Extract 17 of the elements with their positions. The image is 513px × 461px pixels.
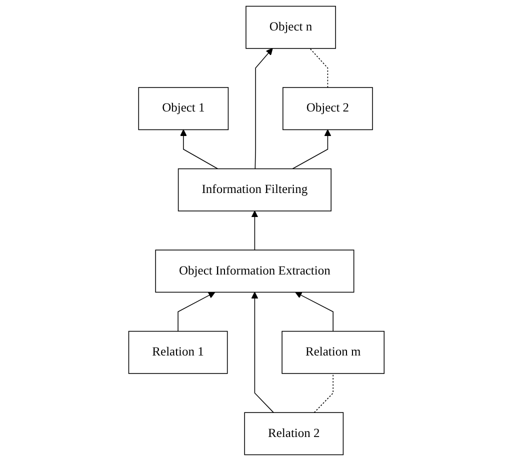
- arrow: [251, 210, 258, 250]
- arrow: [251, 292, 274, 413]
- node-box: Relation m: [282, 330, 385, 374]
- node-box: Relation 1: [128, 330, 228, 374]
- node-box: Information Filtering: [178, 168, 332, 212]
- arrow: [178, 292, 216, 332]
- arrow: [254, 48, 273, 170]
- node-box: Object 1: [138, 87, 229, 130]
- connector: [314, 373, 334, 413]
- arrow: [292, 129, 332, 170]
- connector: [310, 48, 328, 88]
- node-box: Object Information Extraction: [155, 250, 354, 293]
- node-box: Object n: [246, 6, 336, 49]
- node-box: Object 2: [282, 87, 373, 130]
- node-box: Relation 2: [244, 412, 344, 456]
- arrow: [295, 292, 334, 332]
- arrow: [180, 129, 218, 170]
